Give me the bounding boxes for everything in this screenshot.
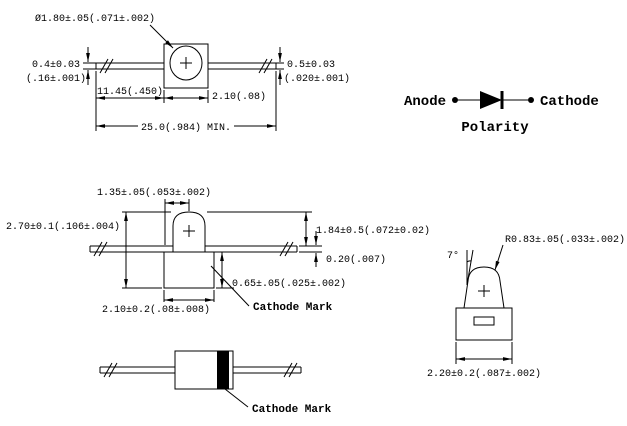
lead-break-mark (279, 241, 294, 257)
cathode-label: Cathode (540, 94, 599, 110)
lead-length-dimension: 11.45(.450) (97, 86, 163, 98)
anode-plus-mark (183, 225, 195, 237)
anode-plus-mark (180, 57, 192, 69)
side-view-dimension-lines (122, 199, 322, 307)
top-view: Ø1.80±.05(.071±.002) 0.4±0.03 (.16±.001)… (26, 13, 350, 134)
side-view: 1.35±.05(.053±.002) 2.70±0.1(.106±.004) … (6, 187, 430, 316)
polarity-caption: Polarity (461, 120, 529, 136)
right-lead-diameter-mm: 0.5±0.03 (287, 60, 335, 71)
body-length-dimension: 2.10(.08) (212, 91, 266, 103)
end-view-dimension-lines (455, 244, 513, 364)
polarity-diagram: Anode Cathode Polarity (404, 91, 599, 136)
dome-height-dimension: 1.84±0.5(.072±0.02) (316, 225, 430, 237)
dome-offset-dimension: 1.35±.05(.053±.002) (97, 187, 211, 199)
diode-triangle-icon (480, 91, 502, 109)
end-view-base (455, 307, 513, 341)
lead-break-mark (93, 241, 108, 257)
lead-break-mark (283, 362, 298, 378)
cathode-mark-label: Cathode Mark (253, 302, 333, 314)
overall-height-dimension: 2.70±0.1(.106±.004) (6, 221, 120, 233)
end-view-lead-slot (473, 316, 495, 326)
side-view-base (163, 251, 215, 289)
top-view-dimension-lines (83, 24, 284, 131)
base-height-dimension: 0.65±.05(.025±.002) (232, 278, 346, 290)
bottom-view-right-lead (233, 362, 302, 378)
bottom-view-leader-lines (224, 388, 249, 408)
cathode-band (217, 351, 229, 389)
anode-terminal-dot (452, 97, 458, 103)
top-view-dome-circle (169, 45, 203, 81)
top-view-left-lead (95, 58, 164, 74)
left-lead-diameter-in: (.16±.001) (26, 73, 86, 85)
lead-thickness-dimension: 0.20(.007) (326, 254, 386, 266)
left-lead-diameter-mm: 0.4±0.03 (32, 60, 80, 71)
draft-angle-dimension: 7° (447, 250, 459, 262)
dome-diameter-dimension: Ø1.80±.05(.071±.002) (35, 13, 155, 25)
side-view-right-lead (205, 241, 298, 257)
cathode-mark-label: Cathode Mark (252, 404, 332, 416)
body-length-dimension: 2.10±0.2(.08±.008) (102, 304, 210, 316)
anode-plus-mark (478, 285, 490, 297)
bottom-view-left-lead (99, 362, 175, 378)
top-view-right-lead (208, 58, 277, 74)
side-view-left-lead (89, 241, 173, 257)
lead-break-mark (258, 58, 273, 74)
lead-break-mark (99, 58, 114, 74)
bottom-view: Cathode Mark (99, 350, 332, 416)
side-view-dome (172, 211, 206, 252)
anode-label: Anode (404, 94, 446, 110)
top-view-body (163, 43, 209, 89)
right-lead-diameter-in: (.020±.001) (284, 73, 350, 85)
lead-break-mark (103, 362, 118, 378)
cathode-terminal-dot (528, 97, 534, 103)
overall-length-dimension: 25.0(.984) MIN. (141, 122, 231, 134)
dome-radius-dimension: R0.83±.05(.033±.002) (505, 234, 625, 246)
end-view: R0.83±.05(.033±.002) 7° 2.20±0.2(.087±.0… (427, 234, 625, 380)
bottom-view-body (174, 350, 234, 390)
body-width-dimension: 2.20±0.2(.087±.002) (427, 368, 541, 380)
